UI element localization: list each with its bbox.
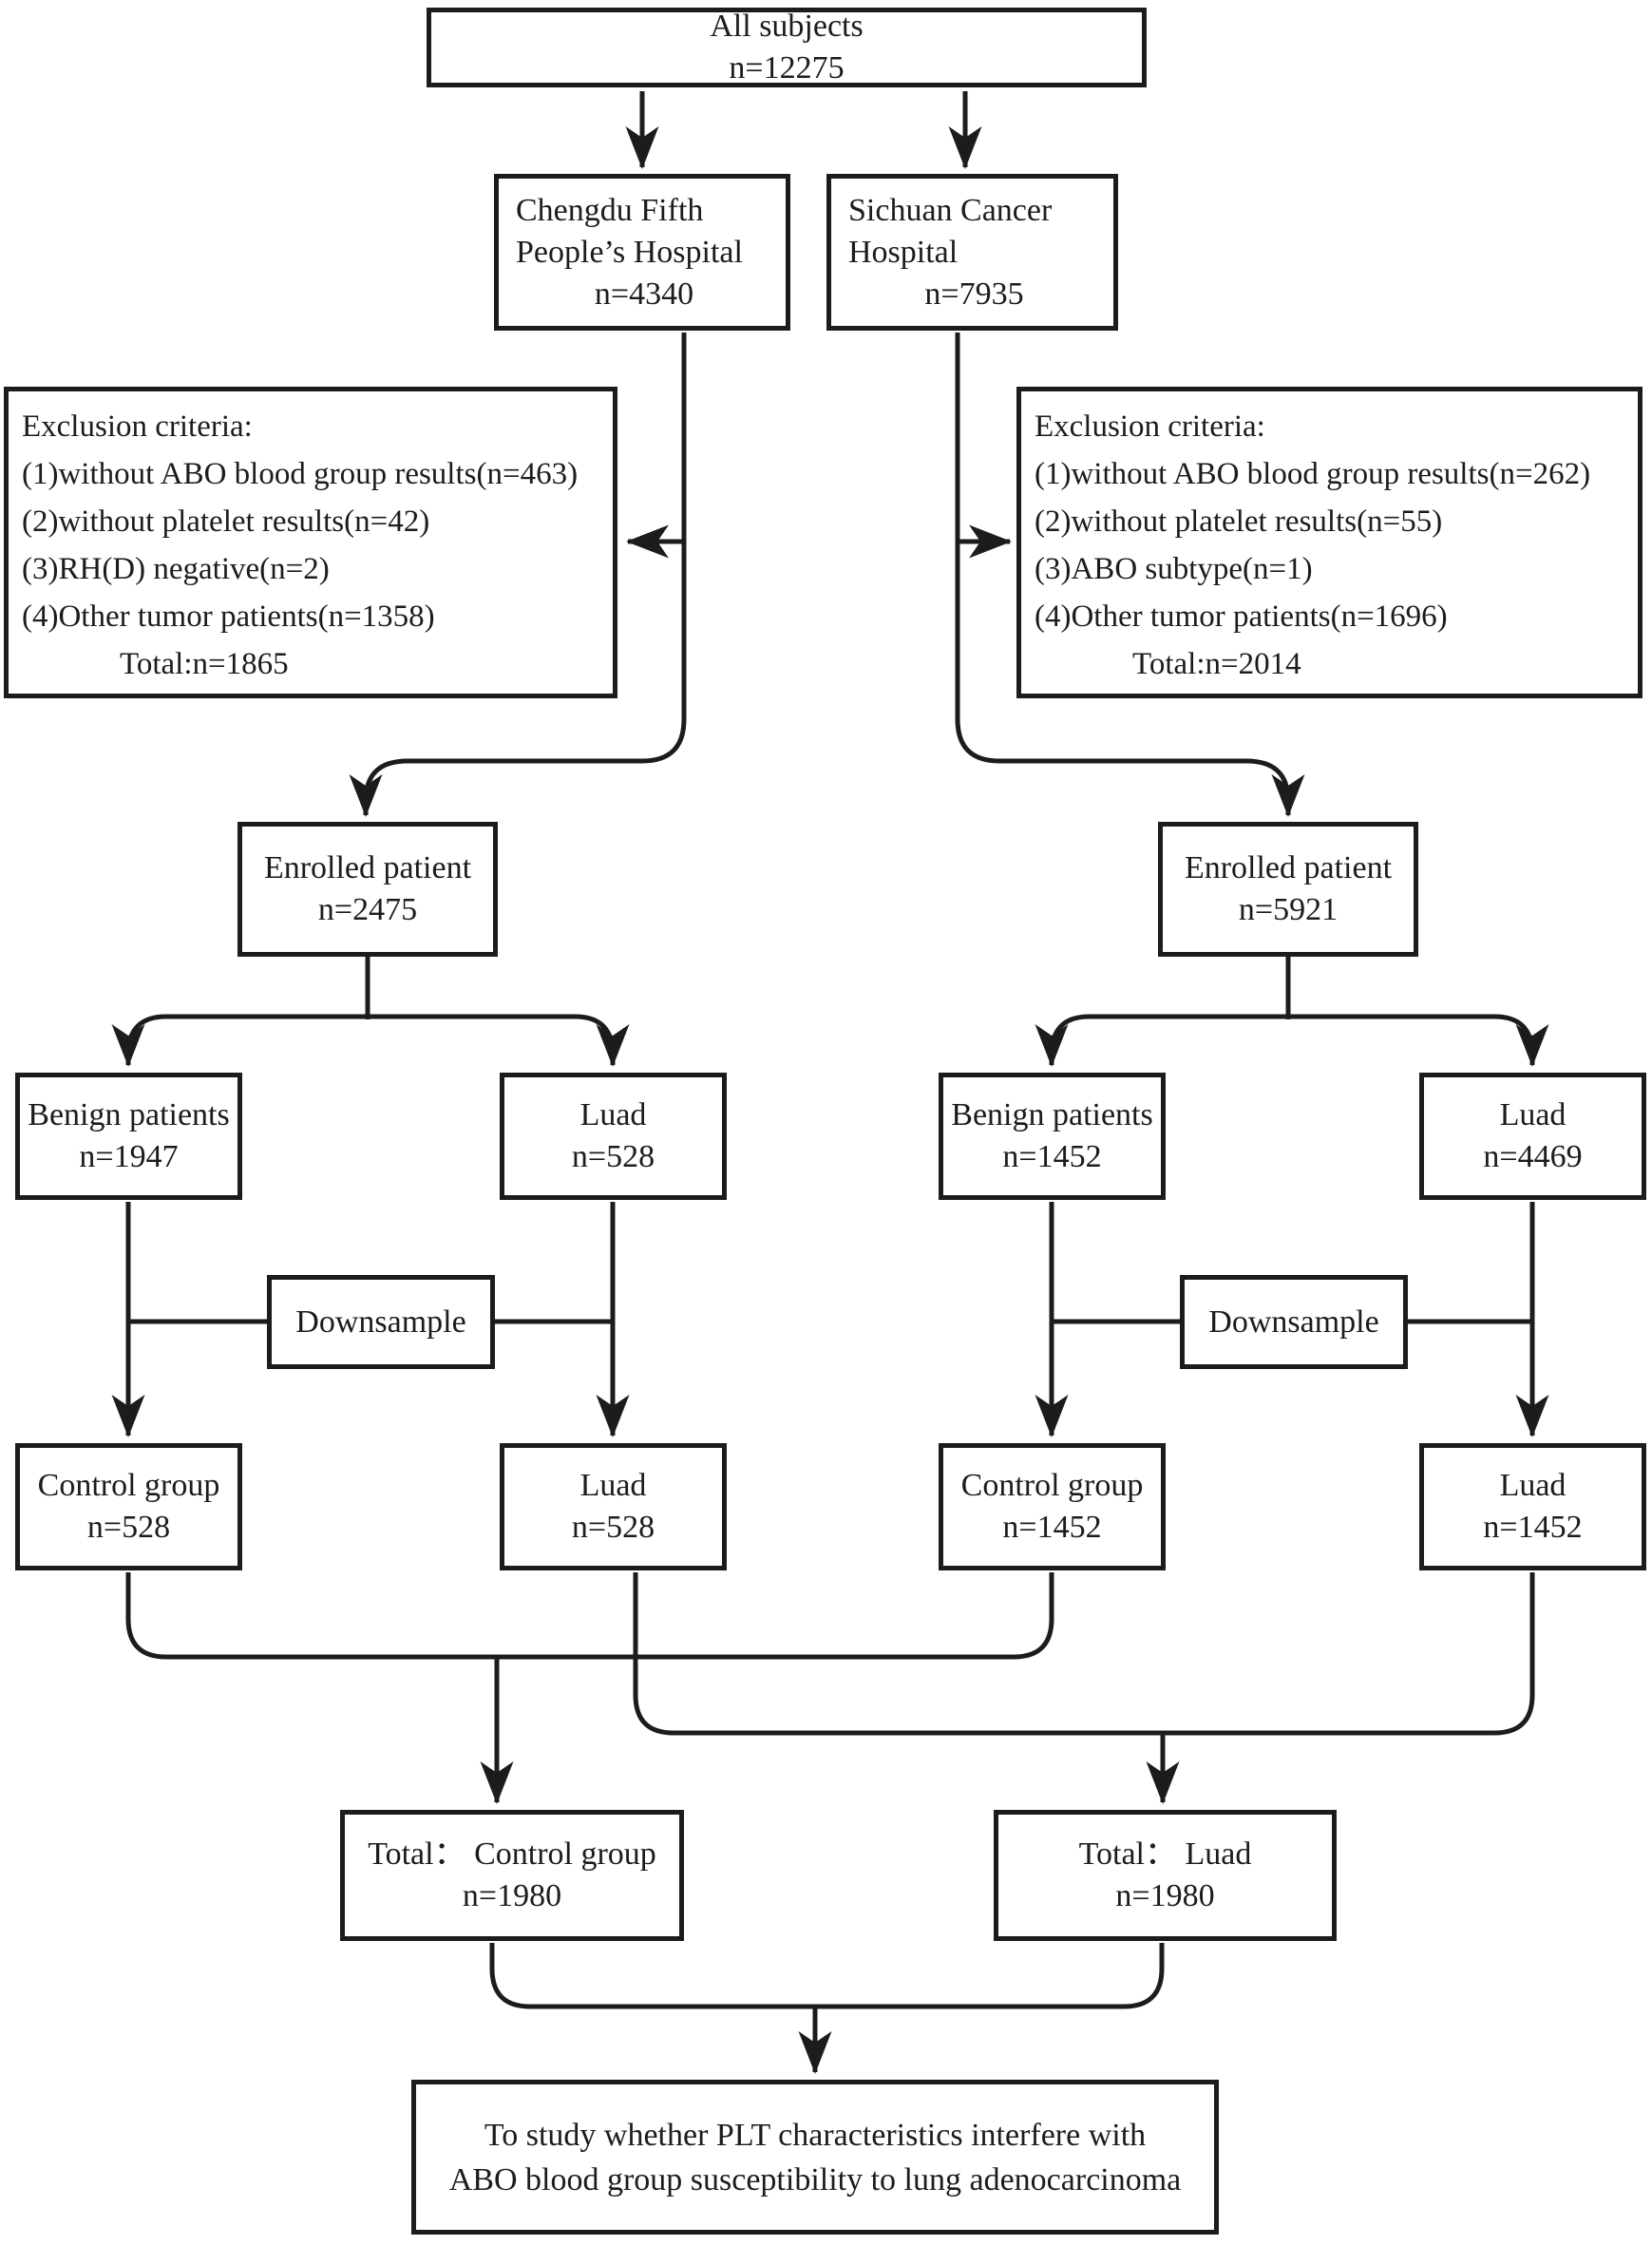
box-study-conclusion: To study whether PLT characteristics int… <box>411 2080 1219 2235</box>
connector-luad-merge <box>633 1572 1535 1736</box>
box-count: n=4469 <box>1483 1139 1583 1174</box>
box-count: n=1947 <box>79 1139 179 1174</box>
box-label: Downsample <box>1208 1303 1379 1340</box>
box-luad-right-downsampled: Luad n=1452 <box>1419 1443 1646 1570</box>
exclusion-item: (4)Other tumor patients(n=1358) <box>22 599 435 634</box>
connector-bottom-merge <box>489 1943 1165 2009</box>
exclusion-title: Exclusion criteria: <box>1035 409 1265 444</box>
connector-split-right-bar <box>1049 1014 1535 1058</box>
box-label: Downsample <box>295 1303 466 1340</box>
box-label: Benign patients <box>951 1097 1153 1132</box>
exclusion-item: (3)ABO subtype(n=1) <box>1035 552 1313 586</box>
box-luad-right: Luad n=4469 <box>1419 1073 1646 1200</box>
box-count: n=2475 <box>317 892 418 927</box>
exclusion-title: Exclusion criteria: <box>22 409 253 444</box>
connector-chengdu-enrolled-left <box>349 333 687 817</box>
box-exclusion-criteria-right: Exclusion criteria: (1)without ABO blood… <box>1016 387 1643 698</box>
exclusion-item: (4)Other tumor patients(n=1696) <box>1035 599 1448 634</box>
box-label: Sichuan Cancer <box>848 192 1053 228</box>
box-downsample-right: Downsample <box>1180 1275 1408 1369</box>
box-label: Luad <box>1499 1097 1567 1132</box>
exclusion-total: Total:n=2014 <box>1132 647 1301 681</box>
connector-control-merge <box>125 1572 1054 1660</box>
box-downsample-left: Downsample <box>267 1275 495 1369</box>
conclusion-line: To study whether PLT characteristics int… <box>484 2117 1147 2153</box>
exclusion-item: (3)RH(D) negative(n=2) <box>22 552 330 586</box>
box-label: Hospital <box>848 234 959 270</box>
box-count: n=528 <box>86 1510 171 1545</box>
box-label: Total： Control group <box>368 1836 656 1872</box>
exclusion-item: (2)without platelet results(n=42) <box>22 504 430 539</box>
box-sichuan-hospital: Sichuan Cancer Hospital n=7935 <box>826 174 1118 331</box>
exclusion-total: Total:n=1865 <box>120 647 289 681</box>
box-count: n=5921 <box>1238 892 1339 927</box>
box-benign-left: Benign patients n=1947 <box>15 1073 242 1200</box>
connector-sichuan-enrolled-right <box>955 333 1305 817</box>
box-label: Control group <box>37 1468 220 1503</box>
conclusion-line: ABO blood group susceptibility to lung a… <box>448 2161 1182 2197</box>
box-enrolled-left: Enrolled patient n=2475 <box>237 822 498 957</box>
box-label: Total： Luad <box>1078 1836 1252 1872</box>
exclusion-item: (1)without ABO blood group results(n=262… <box>1035 457 1591 491</box>
box-total-luad: Total： Luad n=1980 <box>994 1810 1337 1941</box>
box-count: n=528 <box>571 1139 655 1174</box>
box-label: Enrolled patient <box>263 850 472 885</box>
box-label: Chengdu Fifth <box>516 192 704 228</box>
connector-split-left-bar <box>125 1014 616 1058</box>
box-count: n=1452 <box>1483 1510 1583 1545</box>
box-label: Control group <box>960 1468 1144 1503</box>
box-count: n=1980 <box>462 1878 562 1913</box>
box-enrolled-right: Enrolled patient n=5921 <box>1158 822 1418 957</box>
box-count: n=1980 <box>1115 1878 1215 1913</box>
box-control-group-right: Control group n=1452 <box>939 1443 1166 1570</box>
box-count: n=12275 <box>729 50 845 86</box>
box-label: All subjects <box>710 9 864 44</box>
box-label: Luad <box>579 1097 647 1132</box>
box-luad-left: Luad n=528 <box>500 1073 727 1200</box>
box-exclusion-criteria-left: Exclusion criteria: (1)without ABO blood… <box>4 387 617 698</box>
box-all-subjects: All subjects n=12275 <box>427 8 1147 87</box>
box-label: Enrolled patient <box>1184 850 1393 885</box>
box-label: Benign patients <box>28 1097 230 1132</box>
box-label: Luad <box>579 1468 647 1503</box>
box-benign-right: Benign patients n=1452 <box>939 1073 1166 1200</box>
box-count: n=4340 <box>594 276 694 312</box>
exclusion-item: (2)without platelet results(n=55) <box>1035 504 1443 539</box>
box-control-group-left: Control group n=528 <box>15 1443 242 1570</box>
box-label: Luad <box>1499 1468 1567 1503</box>
box-luad-left-downsampled: Luad n=528 <box>500 1443 727 1570</box>
exclusion-item: (1)without ABO blood group results(n=463… <box>22 457 579 491</box>
box-chengdu-hospital: Chengdu Fifth People’s Hospital n=4340 <box>494 174 790 331</box>
box-count: n=1452 <box>1002 1139 1102 1174</box>
box-count: n=1452 <box>1002 1510 1102 1545</box>
box-total-control-group: Total： Control group n=1980 <box>340 1810 684 1941</box>
box-count: n=528 <box>571 1510 655 1545</box>
box-count: n=7935 <box>924 276 1024 312</box>
box-label: People’s Hospital <box>516 234 743 270</box>
